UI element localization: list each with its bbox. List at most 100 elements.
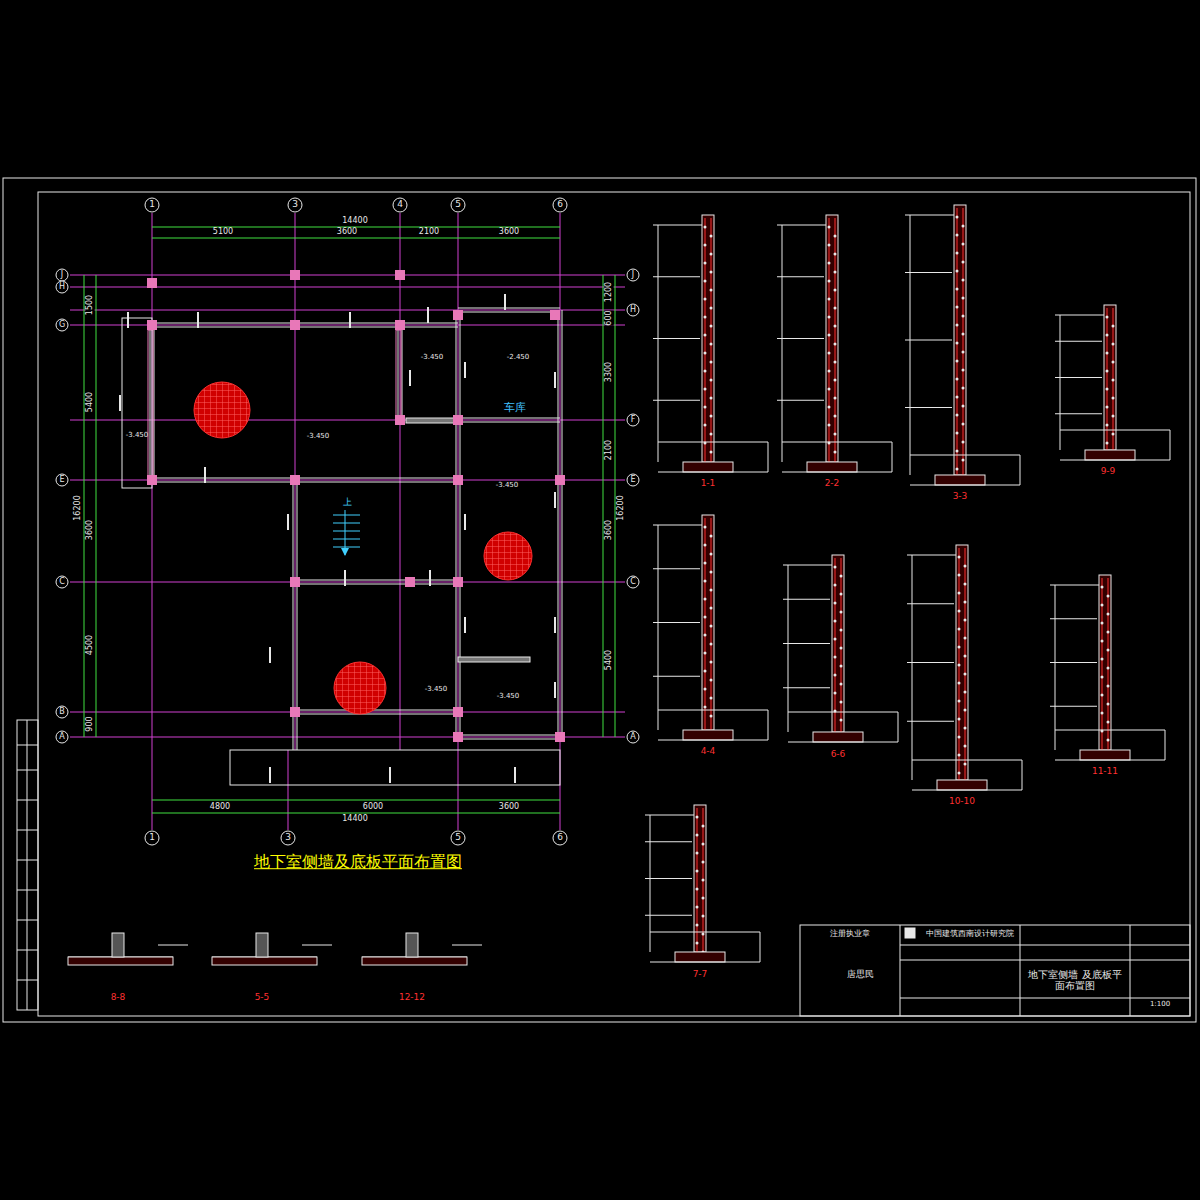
inner-frame bbox=[38, 192, 1190, 1016]
label: -3.450 bbox=[126, 432, 149, 440]
section-caption: 1-1 bbox=[701, 479, 716, 489]
axis-bubble bbox=[56, 269, 68, 281]
stair-tread bbox=[333, 539, 360, 540]
footing bbox=[1080, 750, 1130, 760]
rebar-dot bbox=[956, 216, 959, 219]
rebar bbox=[703, 808, 704, 952]
ground-line bbox=[1055, 760, 1165, 761]
rebar-dot bbox=[710, 343, 713, 346]
label: 4 bbox=[397, 200, 403, 210]
dim-tick bbox=[783, 687, 830, 688]
column bbox=[454, 416, 463, 425]
grid-line bbox=[70, 737, 625, 738]
rebar-dot bbox=[834, 343, 837, 346]
rebar-dot bbox=[958, 736, 961, 739]
label: 3600 bbox=[499, 228, 519, 237]
rebar-dot bbox=[834, 451, 837, 454]
section-caption: 12-12 bbox=[399, 993, 425, 1003]
wall-line bbox=[150, 325, 151, 480]
rebar-dot bbox=[704, 424, 707, 427]
rebar-dot bbox=[840, 575, 843, 578]
rebar-dot bbox=[704, 370, 707, 373]
axis-bubble bbox=[145, 831, 159, 845]
wall-section bbox=[954, 205, 966, 475]
label: F bbox=[631, 416, 636, 425]
axis-bubble bbox=[627, 414, 639, 426]
rebar-dot bbox=[828, 424, 831, 427]
rebar-dot bbox=[840, 647, 843, 650]
rebar-dot bbox=[704, 244, 707, 247]
dim-line bbox=[158, 945, 188, 946]
rebar-dot bbox=[1101, 640, 1104, 643]
axis-bubble bbox=[56, 319, 68, 331]
rebar-dot bbox=[1106, 370, 1109, 373]
dim-tick bbox=[783, 599, 830, 600]
rebar-dot bbox=[1106, 442, 1109, 445]
rebar-dot bbox=[962, 369, 965, 372]
label: 1200 bbox=[605, 282, 614, 302]
rebar-dot bbox=[1112, 415, 1115, 418]
rebar-dot bbox=[702, 915, 705, 918]
rebar-dot bbox=[710, 271, 713, 274]
label: C bbox=[630, 578, 636, 587]
rebar-dot bbox=[962, 351, 965, 354]
wall-line bbox=[400, 327, 458, 328]
label: -3.450 bbox=[425, 686, 448, 694]
rebar-dot bbox=[958, 556, 961, 559]
rebar-dot bbox=[1101, 658, 1104, 661]
wall-stub bbox=[112, 933, 124, 957]
axis-bubble bbox=[288, 198, 302, 212]
rebar-dot bbox=[964, 673, 967, 676]
axis-bubble bbox=[451, 831, 465, 845]
label: 4800 bbox=[210, 803, 230, 812]
rebar-dot bbox=[704, 316, 707, 319]
slab bbox=[212, 957, 317, 965]
axis-bubble bbox=[56, 576, 68, 588]
slab-line bbox=[910, 455, 1020, 456]
dim-line bbox=[615, 275, 616, 737]
rebar-dot bbox=[1107, 721, 1110, 724]
wall-outline bbox=[122, 318, 152, 488]
wall-line bbox=[152, 323, 400, 324]
dim-tick bbox=[653, 276, 700, 277]
label: -3.450 bbox=[307, 433, 330, 441]
side-strip bbox=[17, 720, 38, 1010]
section-caption: 2-2 bbox=[825, 479, 840, 489]
column bbox=[454, 578, 463, 587]
label: 4500 bbox=[86, 635, 95, 655]
stair-arrowhead bbox=[341, 548, 349, 556]
rebar-dot bbox=[696, 942, 699, 945]
rebar-dot bbox=[964, 601, 967, 604]
rebar-dot bbox=[956, 378, 959, 381]
label: 3600 bbox=[86, 520, 95, 540]
rebar-dot bbox=[840, 611, 843, 614]
rebar-dot bbox=[834, 235, 837, 238]
slab-line bbox=[658, 442, 768, 443]
wall-line bbox=[297, 480, 298, 582]
rebar-dot bbox=[710, 571, 713, 574]
rebar-dot bbox=[840, 629, 843, 632]
dim-tick bbox=[907, 662, 954, 663]
dim-line bbox=[658, 525, 659, 730]
rebar-dot bbox=[710, 607, 713, 610]
rebar-dot bbox=[958, 610, 961, 613]
dim-line bbox=[1050, 585, 1100, 586]
dim-tick bbox=[777, 400, 824, 401]
cut-mark bbox=[197, 312, 199, 328]
tb-line bbox=[900, 945, 1190, 946]
stair-tread bbox=[333, 547, 360, 548]
label: 车库 bbox=[504, 402, 526, 414]
rebar-dot bbox=[1101, 604, 1104, 607]
label: B bbox=[59, 708, 65, 717]
rebar-dot bbox=[962, 333, 965, 336]
label: 900 bbox=[86, 716, 95, 731]
dim-tick bbox=[1050, 618, 1097, 619]
cut-mark bbox=[269, 647, 271, 663]
rebar-dot bbox=[958, 682, 961, 685]
rebar-dot bbox=[956, 414, 959, 417]
wall-line bbox=[402, 325, 403, 420]
wall-line bbox=[293, 582, 294, 750]
strip-line bbox=[27, 720, 28, 1010]
stair-tread bbox=[333, 523, 360, 524]
rebar-dot bbox=[704, 352, 707, 355]
